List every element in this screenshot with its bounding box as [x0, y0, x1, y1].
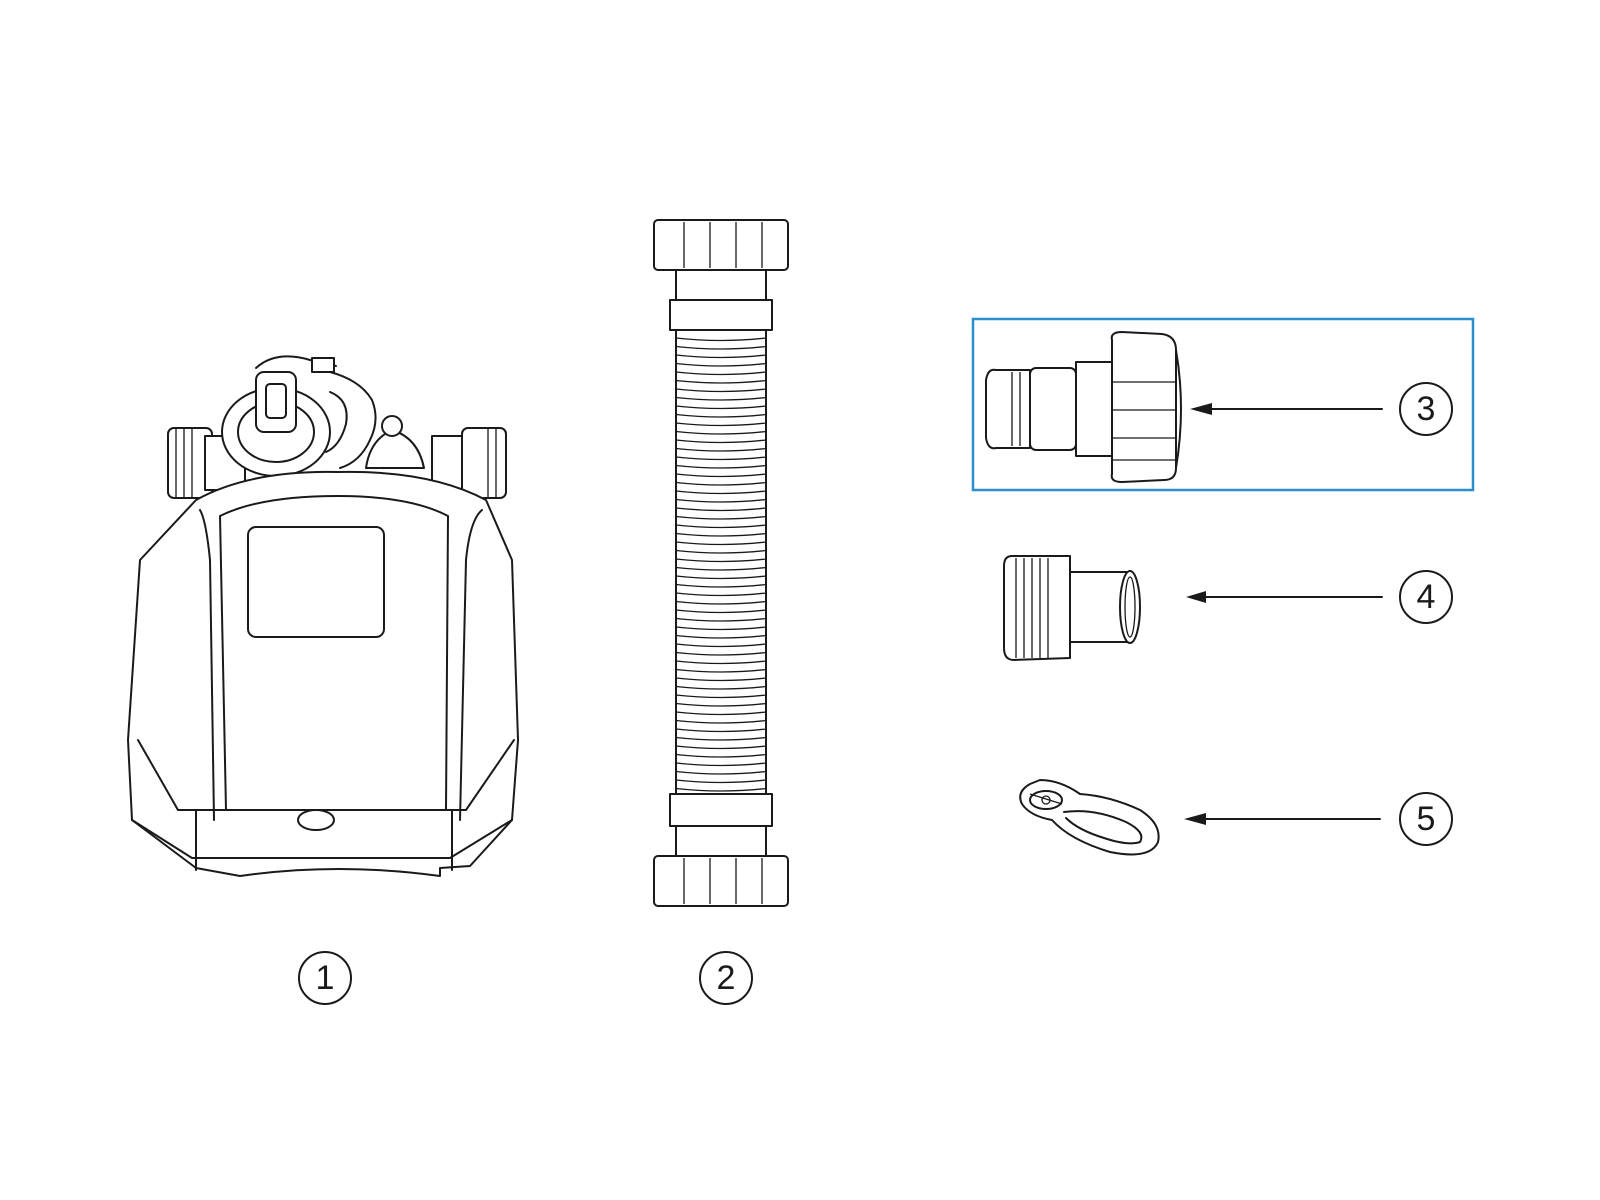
hose-ring	[675, 345, 767, 350]
leader-arrow-3	[1190, 403, 1383, 415]
leader-arrow-5	[1184, 813, 1381, 825]
hose-ring	[675, 575, 767, 580]
part-number-3: 3	[1399, 382, 1453, 436]
hose-ring	[675, 456, 767, 461]
pump-label-panel	[247, 526, 385, 638]
hose-ring	[675, 413, 767, 418]
hose-ring	[675, 668, 767, 673]
drain-plug	[297, 809, 335, 831]
hose-ring	[675, 498, 767, 503]
hose-ring	[675, 583, 767, 588]
hose-adapter-with-nut-icon	[985, 331, 1182, 483]
hose-ring	[675, 702, 767, 707]
hose-ring	[675, 660, 767, 665]
part-3-highlight-box	[971, 317, 1475, 492]
hose-ring	[675, 439, 767, 444]
flexible-hose-icon	[653, 219, 789, 907]
hose-ring	[675, 643, 767, 648]
pump-unit-icon	[127, 355, 519, 877]
hose-ring	[675, 354, 767, 359]
hose-ring	[675, 753, 767, 758]
hose-ring	[675, 430, 767, 435]
hose-ring	[675, 566, 767, 571]
hose-ring	[675, 541, 767, 546]
hose-ring	[675, 770, 767, 775]
part-number-4: 4	[1399, 570, 1453, 624]
hose-ring	[675, 617, 767, 622]
hose-ring	[675, 379, 767, 384]
hose-ring	[675, 396, 767, 401]
hose-ring	[675, 728, 767, 733]
svg-text:2: 2	[717, 959, 736, 997]
hose-ring	[675, 736, 767, 741]
hose-ring	[675, 524, 767, 529]
hose-ring	[675, 711, 767, 716]
hose-ring	[675, 549, 767, 554]
hose-ring	[675, 422, 767, 427]
hose-ring	[675, 464, 767, 469]
part-number-2: 2	[699, 951, 753, 1005]
hose-ring	[675, 532, 767, 537]
hose-ring	[675, 337, 767, 342]
hose-ring	[675, 685, 767, 690]
part-number-1: 1	[298, 951, 352, 1005]
hose-ring	[675, 515, 767, 520]
hose-ring	[675, 651, 767, 656]
hose-ring	[675, 507, 767, 512]
svg-text:3: 3	[1417, 390, 1436, 428]
hose-ring	[675, 694, 767, 699]
svg-text:1: 1	[316, 959, 335, 997]
hose-ring	[675, 626, 767, 631]
hose-ring	[675, 634, 767, 639]
threaded-adapter-icon	[1003, 555, 1141, 661]
hose-top-nut	[653, 219, 789, 271]
svg-text:4: 4	[1417, 578, 1436, 616]
hose-ring	[675, 447, 767, 452]
hose-ring	[675, 779, 767, 784]
hose-bottom-nut	[653, 855, 789, 907]
hose-ring	[675, 481, 767, 486]
hose-ring	[675, 719, 767, 724]
hose-ring	[675, 592, 767, 597]
hose-ring	[675, 600, 767, 605]
hose-ring	[675, 362, 767, 367]
hose-ring	[675, 490, 767, 495]
motor-cap	[221, 355, 425, 477]
hose-ring	[675, 609, 767, 614]
hose-ring	[675, 762, 767, 767]
part-number-5: 5	[1399, 792, 1453, 846]
hose-ring	[675, 787, 767, 792]
hose-ring	[675, 388, 767, 393]
leader-arrow-4	[1186, 591, 1383, 603]
svg-text:5: 5	[1417, 800, 1436, 838]
hose-ring	[675, 405, 767, 410]
hose-ring	[675, 677, 767, 682]
hose-ring	[675, 745, 767, 750]
hose-clamp-icon	[1019, 779, 1160, 856]
hose-corrugations	[675, 337, 767, 792]
hose-ring	[675, 371, 767, 376]
hose-ring	[675, 558, 767, 563]
hose-ring	[675, 473, 767, 478]
